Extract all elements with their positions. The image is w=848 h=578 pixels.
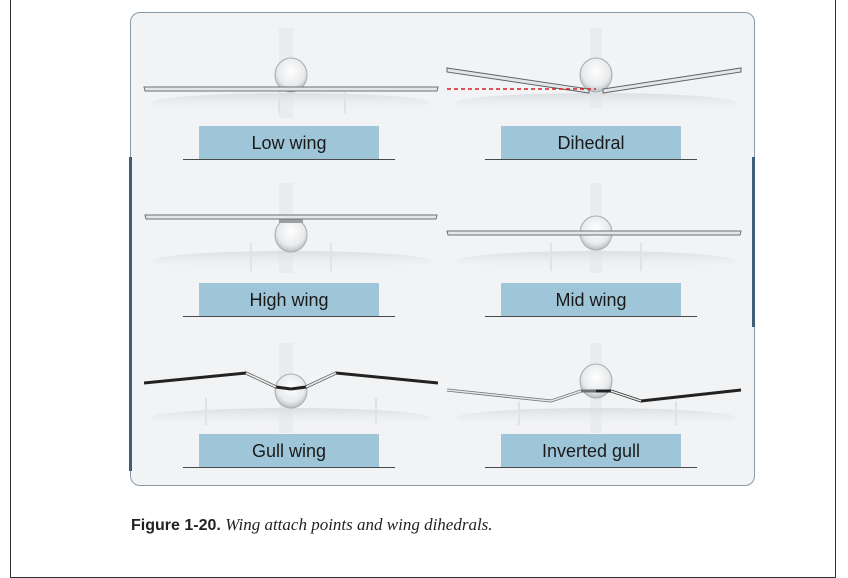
label-mid-wing: Mid wing bbox=[501, 283, 681, 317]
inverted-gull-aircraft bbox=[446, 343, 742, 433]
panel-accent-bar-left bbox=[129, 157, 132, 471]
label-gull-wing-text: Gull wing bbox=[251, 440, 327, 461]
dihedral-aircraft bbox=[446, 28, 742, 113]
label-underline bbox=[485, 316, 697, 317]
high-wing-aircraft bbox=[144, 183, 438, 273]
caption-text: Wing attach points and wing dihedrals. bbox=[225, 515, 493, 534]
caption-number: Figure 1-20. bbox=[131, 517, 221, 534]
label-underline bbox=[485, 159, 697, 160]
label-underline bbox=[183, 316, 395, 317]
label-inverted-gull-text: Inverted gull bbox=[541, 440, 641, 461]
label-mid-wing-text: Mid wing bbox=[555, 289, 627, 310]
label-dihedral-text: Dihedral bbox=[557, 132, 625, 153]
label-low-wing: Low wing bbox=[199, 126, 379, 160]
label-underline bbox=[485, 467, 697, 468]
label-low-wing-text: Low wing bbox=[251, 132, 327, 153]
label-high-wing: High wing bbox=[199, 283, 379, 317]
figure-panel: Low wing Dihedral High wing Mid wing Gul… bbox=[130, 12, 755, 486]
label-high-wing-text: High wing bbox=[249, 289, 329, 310]
wing-diagrams bbox=[143, 28, 742, 433]
label-inverted-gull: Inverted gull bbox=[501, 434, 681, 468]
gull-wing-aircraft bbox=[143, 343, 439, 433]
figure-caption: Figure 1-20. Wing attach points and wing… bbox=[131, 515, 493, 535]
label-dihedral: Dihedral bbox=[501, 126, 681, 160]
label-underline bbox=[183, 159, 395, 160]
label-underline bbox=[183, 467, 395, 468]
label-gull-wing: Gull wing bbox=[199, 434, 379, 468]
mid-wing-aircraft bbox=[446, 183, 742, 273]
low-wing-aircraft bbox=[143, 28, 439, 118]
panel-accent-bar-right bbox=[752, 157, 755, 327]
